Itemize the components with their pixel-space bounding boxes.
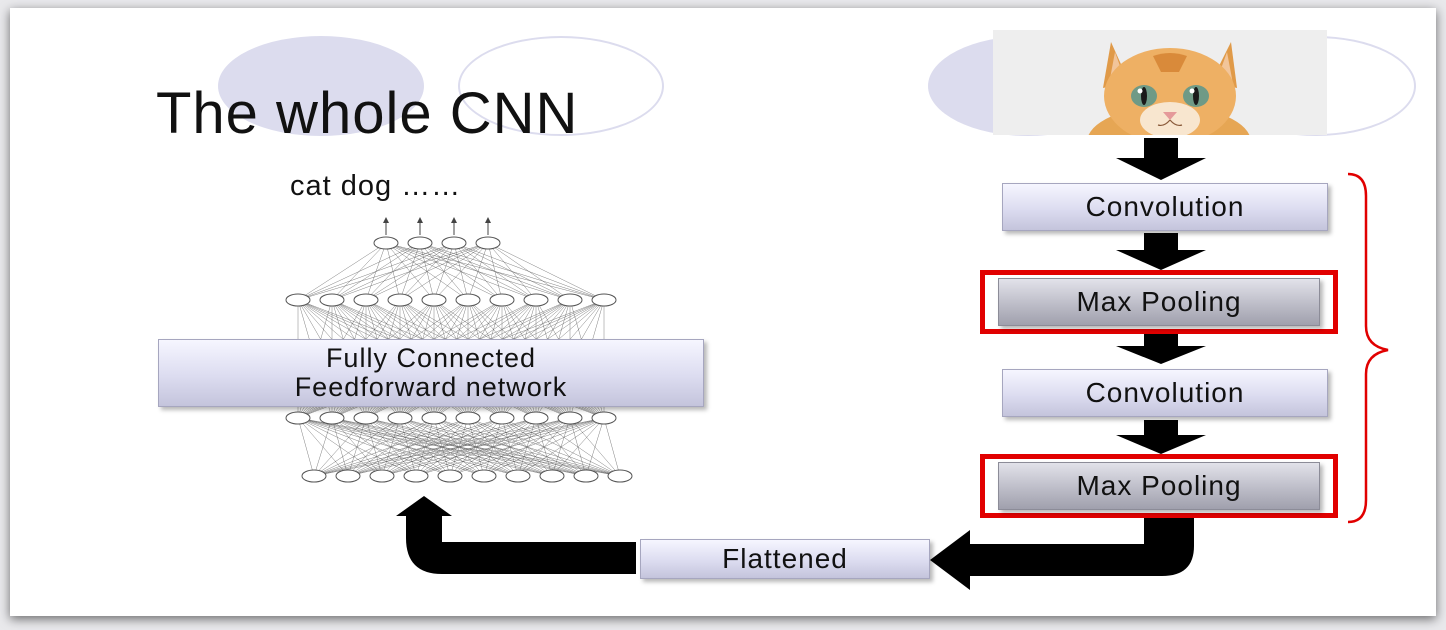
network-node (407, 236, 433, 250)
network-connection (313, 417, 605, 477)
slide: The whole CNN cat dog …… (10, 8, 1436, 616)
network-connection (467, 242, 489, 301)
network-connection (313, 417, 571, 477)
network-node (455, 293, 481, 307)
convolution-box: Convolution (1002, 183, 1328, 231)
network-connection (399, 242, 489, 301)
flattened-label: Flattened (722, 543, 848, 574)
output-arrowhead (451, 217, 457, 223)
network-connection (433, 242, 489, 301)
convolution-box: Convolution (1002, 369, 1328, 417)
curved-arrow-to-flattened (930, 516, 1194, 590)
network-connection (297, 242, 455, 301)
repeat-bracket (1347, 172, 1389, 524)
network-node (387, 293, 413, 307)
decorative-circle (458, 36, 664, 136)
max-pooling-box: Max Pooling (998, 278, 1320, 326)
down-arrow (1116, 233, 1206, 270)
network-node (387, 411, 413, 425)
network-connection (487, 242, 503, 301)
network-node (421, 293, 447, 307)
network-node (607, 469, 633, 483)
network-node (319, 293, 345, 307)
network-connection (365, 242, 489, 301)
down-arrow (1116, 420, 1206, 454)
network-node (421, 411, 447, 425)
fc-label-line1: Fully Connected (325, 343, 537, 373)
network-connection (313, 417, 435, 477)
network-node (573, 469, 599, 483)
down-arrow (1116, 138, 1206, 180)
network-connection (331, 242, 489, 301)
network-node (591, 293, 617, 307)
convolution-label: Convolution (1085, 191, 1245, 222)
network-connection (487, 242, 537, 301)
output-arrowhead (417, 217, 423, 223)
network-connection (487, 242, 571, 301)
network-node (591, 411, 617, 425)
network-node (403, 469, 429, 483)
network-connection (313, 417, 537, 477)
network-connection (415, 417, 605, 477)
network-node (301, 469, 327, 483)
network-node (353, 411, 379, 425)
flattened-box: Flattened (640, 539, 930, 579)
convolution-label: Convolution (1085, 377, 1245, 408)
network-node (369, 469, 395, 483)
output-arrowhead (485, 217, 491, 223)
network-node (373, 236, 399, 250)
output-arrowhead (383, 217, 389, 223)
network-connection (381, 417, 605, 477)
max-pooling-label: Max Pooling (1076, 470, 1242, 501)
network-node (489, 411, 515, 425)
network-connection (313, 417, 469, 477)
network-connection (483, 417, 605, 477)
max-pooling-box: Max Pooling (998, 462, 1320, 510)
network-connection (313, 417, 401, 477)
network-node (475, 236, 501, 250)
network-connection (297, 242, 387, 301)
network-node (353, 293, 379, 307)
network-node (455, 411, 481, 425)
network-connection (449, 417, 605, 477)
network-node (441, 236, 467, 250)
network-node (335, 469, 361, 483)
network-connection (313, 417, 367, 477)
network-node (285, 411, 311, 425)
network-node (437, 469, 463, 483)
network-node (505, 469, 531, 483)
network-connection (347, 417, 605, 477)
network-node (489, 293, 515, 307)
network-connection (487, 242, 605, 301)
network-connection (585, 417, 605, 477)
network-node (285, 293, 311, 307)
down-arrow (1116, 333, 1206, 364)
slide-title: The whole CNN (156, 81, 579, 146)
decorative-circle (218, 36, 424, 136)
network-connection (297, 242, 421, 301)
network-node (539, 469, 565, 483)
curved-arrow-to-network (396, 496, 636, 574)
max-pooling-highlight (980, 270, 1338, 334)
network-connection (603, 417, 621, 477)
max-pooling-label: Max Pooling (1076, 286, 1242, 317)
network-connection (551, 417, 605, 477)
input-cat-image (993, 30, 1327, 135)
max-pooling-highlight (980, 454, 1338, 518)
network-node (319, 411, 345, 425)
network-connection (313, 417, 333, 477)
network-connection (297, 417, 315, 477)
network-node (523, 411, 549, 425)
fc-label-line2: Feedforward network (294, 372, 568, 402)
network-node (557, 293, 583, 307)
network-node (557, 411, 583, 425)
output-classes-label: cat dog …… (290, 170, 462, 202)
network-connection (297, 242, 489, 301)
fully-connected-box: Fully Connected Feedforward network (158, 339, 704, 407)
network-node (471, 469, 497, 483)
network-node (523, 293, 549, 307)
network-connection (313, 417, 503, 477)
network-connection (517, 417, 605, 477)
